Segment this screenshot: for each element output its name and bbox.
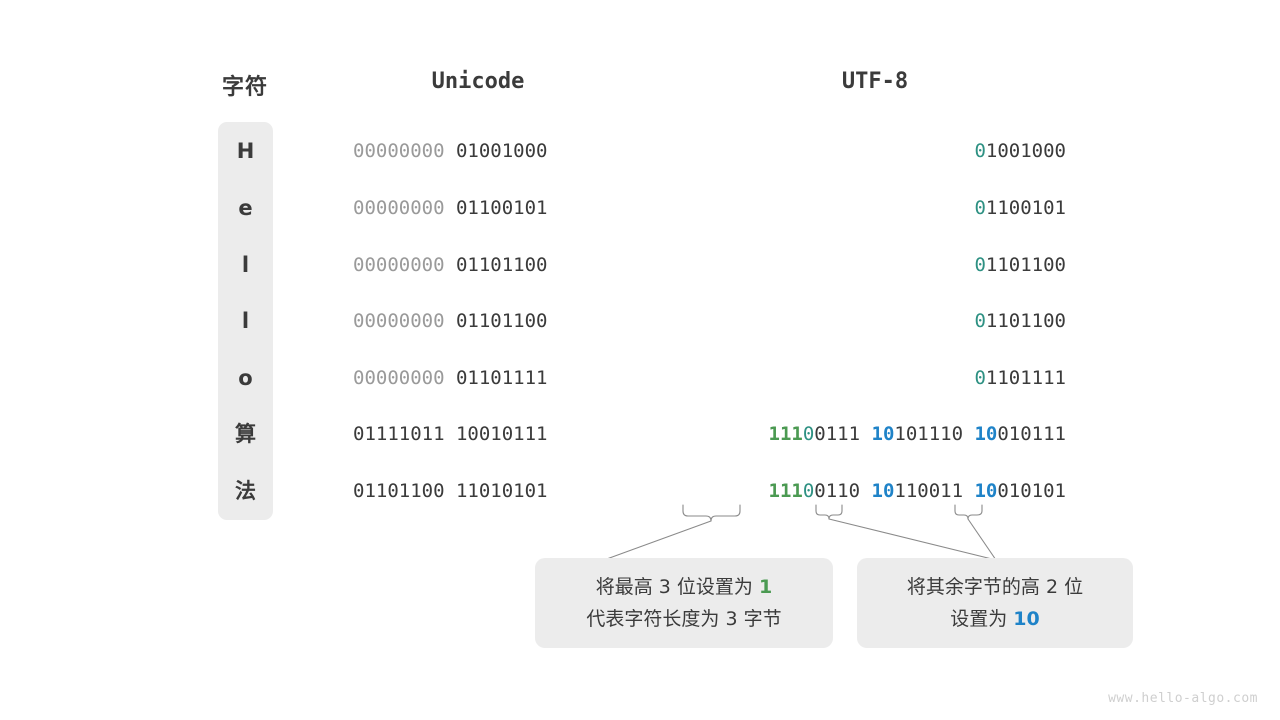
utf8-binary-cell: 11100111 10101110 10010111 [769,421,1066,447]
utf8-binary-cell: 01101111 [974,365,1066,391]
annotation-right-line-1: 将其余字节的高 2 位 [907,571,1083,603]
character-cell: 算 [235,422,256,446]
unicode-binary-cell: 01101100 11010101 [353,478,547,504]
unicode-binary-cell: 00000000 01001000 [353,138,547,164]
text-segment-1: 0 [802,423,815,445]
unicode-leading-zero-byte: 00000000 [353,140,456,162]
character-cell: e [238,196,253,220]
unicode-leading-zero-byte: 00000000 [353,310,456,332]
unicode-binary-cell: 01111011 10010111 [353,421,547,447]
text-segment-0: 111 [768,480,803,502]
text-segment-2: 0110 [814,480,872,502]
text-segment-5: 10 [974,480,998,502]
text-segment-4: 101110 [894,423,975,445]
text-segment-1: 1101100 [985,310,1066,332]
unicode-binary-cell: 00000000 01100101 [353,195,547,221]
column-header-unicode: Unicode [431,69,525,94]
text-segment-3: 10 [871,480,895,502]
text-segment-1: 1101111 [985,367,1066,389]
character-cell: 法 [235,479,256,503]
unicode-significant-bytes: 01101100 11010101 [353,480,548,502]
unicode-significant-bytes: 01111011 10010111 [353,423,548,445]
text-segment-5: 10 [974,423,998,445]
unicode-significant-bytes: 01101111 [455,367,548,389]
text-segment-0: 将其余字节的高 2 位 [906,576,1084,598]
character-cell: l [241,309,250,333]
character-column-panel [218,122,273,520]
annotation-left-line-2: 代表字符长度为 3 字节 [586,603,781,635]
text-segment-0: 代表字符长度为 3 字节 [586,608,782,630]
unicode-leading-zero-byte: 00000000 [353,197,456,219]
site-watermark: www.hello-algo.com [1108,691,1258,706]
utf8-binary-cell: 01100101 [974,195,1066,221]
annotation-box-left: 将最高 3 位设置为 1 代表字符长度为 3 字节 [535,558,833,648]
annotation-box-right: 将其余字节的高 2 位 设置为 10 [857,558,1133,648]
character-cell: l [241,253,250,277]
unicode-binary-cell: 00000000 01101100 [353,252,547,278]
text-segment-1: 1100101 [985,197,1066,219]
unicode-binary-cell: 00000000 01101100 [353,308,547,334]
text-segment-1: 1101100 [985,254,1066,276]
text-segment-4: 110011 [894,480,975,502]
text-segment-1: 10 [1013,608,1040,630]
text-segment-1: 1 [758,576,773,598]
unicode-leading-zero-byte: 00000000 [353,367,456,389]
annotation-right-line-2: 设置为 10 [950,603,1040,635]
character-cell: H [236,139,255,163]
text-segment-0: 0 [974,254,986,276]
text-segment-0: 0 [974,310,986,332]
text-segment-0: 将最高 3 位设置为 [595,576,759,598]
text-segment-0: 0 [974,367,986,389]
utf8-binary-cell: 01101100 [974,308,1066,334]
column-header-utf8: UTF-8 [841,69,909,94]
character-cell: o [238,366,253,390]
text-segment-1: 1001000 [985,140,1066,162]
text-segment-2: 0111 [814,423,872,445]
text-segment-1: 0 [802,480,815,502]
unicode-significant-bytes: 01101100 [455,310,548,332]
unicode-significant-bytes: 01001000 [455,140,548,162]
annotation-left-line-1: 将最高 3 位设置为 1 [596,571,772,603]
text-segment-6: 010111 [997,423,1066,445]
utf8-binary-cell: 01101100 [974,252,1066,278]
text-segment-3: 10 [871,423,895,445]
unicode-leading-zero-byte: 00000000 [353,254,456,276]
text-segment-0: 0 [974,140,986,162]
unicode-significant-bytes: 01100101 [455,197,548,219]
column-header-character: 字符 [221,75,269,100]
text-segment-0: 0 [974,197,986,219]
text-segment-0: 111 [768,423,803,445]
text-segment-6: 010101 [997,480,1066,502]
text-segment-0: 设置为 [950,608,1014,630]
unicode-significant-bytes: 01101100 [455,254,548,276]
unicode-binary-cell: 00000000 01101111 [353,365,547,391]
utf8-binary-cell: 11100110 10110011 10010101 [769,478,1066,504]
utf8-binary-cell: 01001000 [974,138,1066,164]
